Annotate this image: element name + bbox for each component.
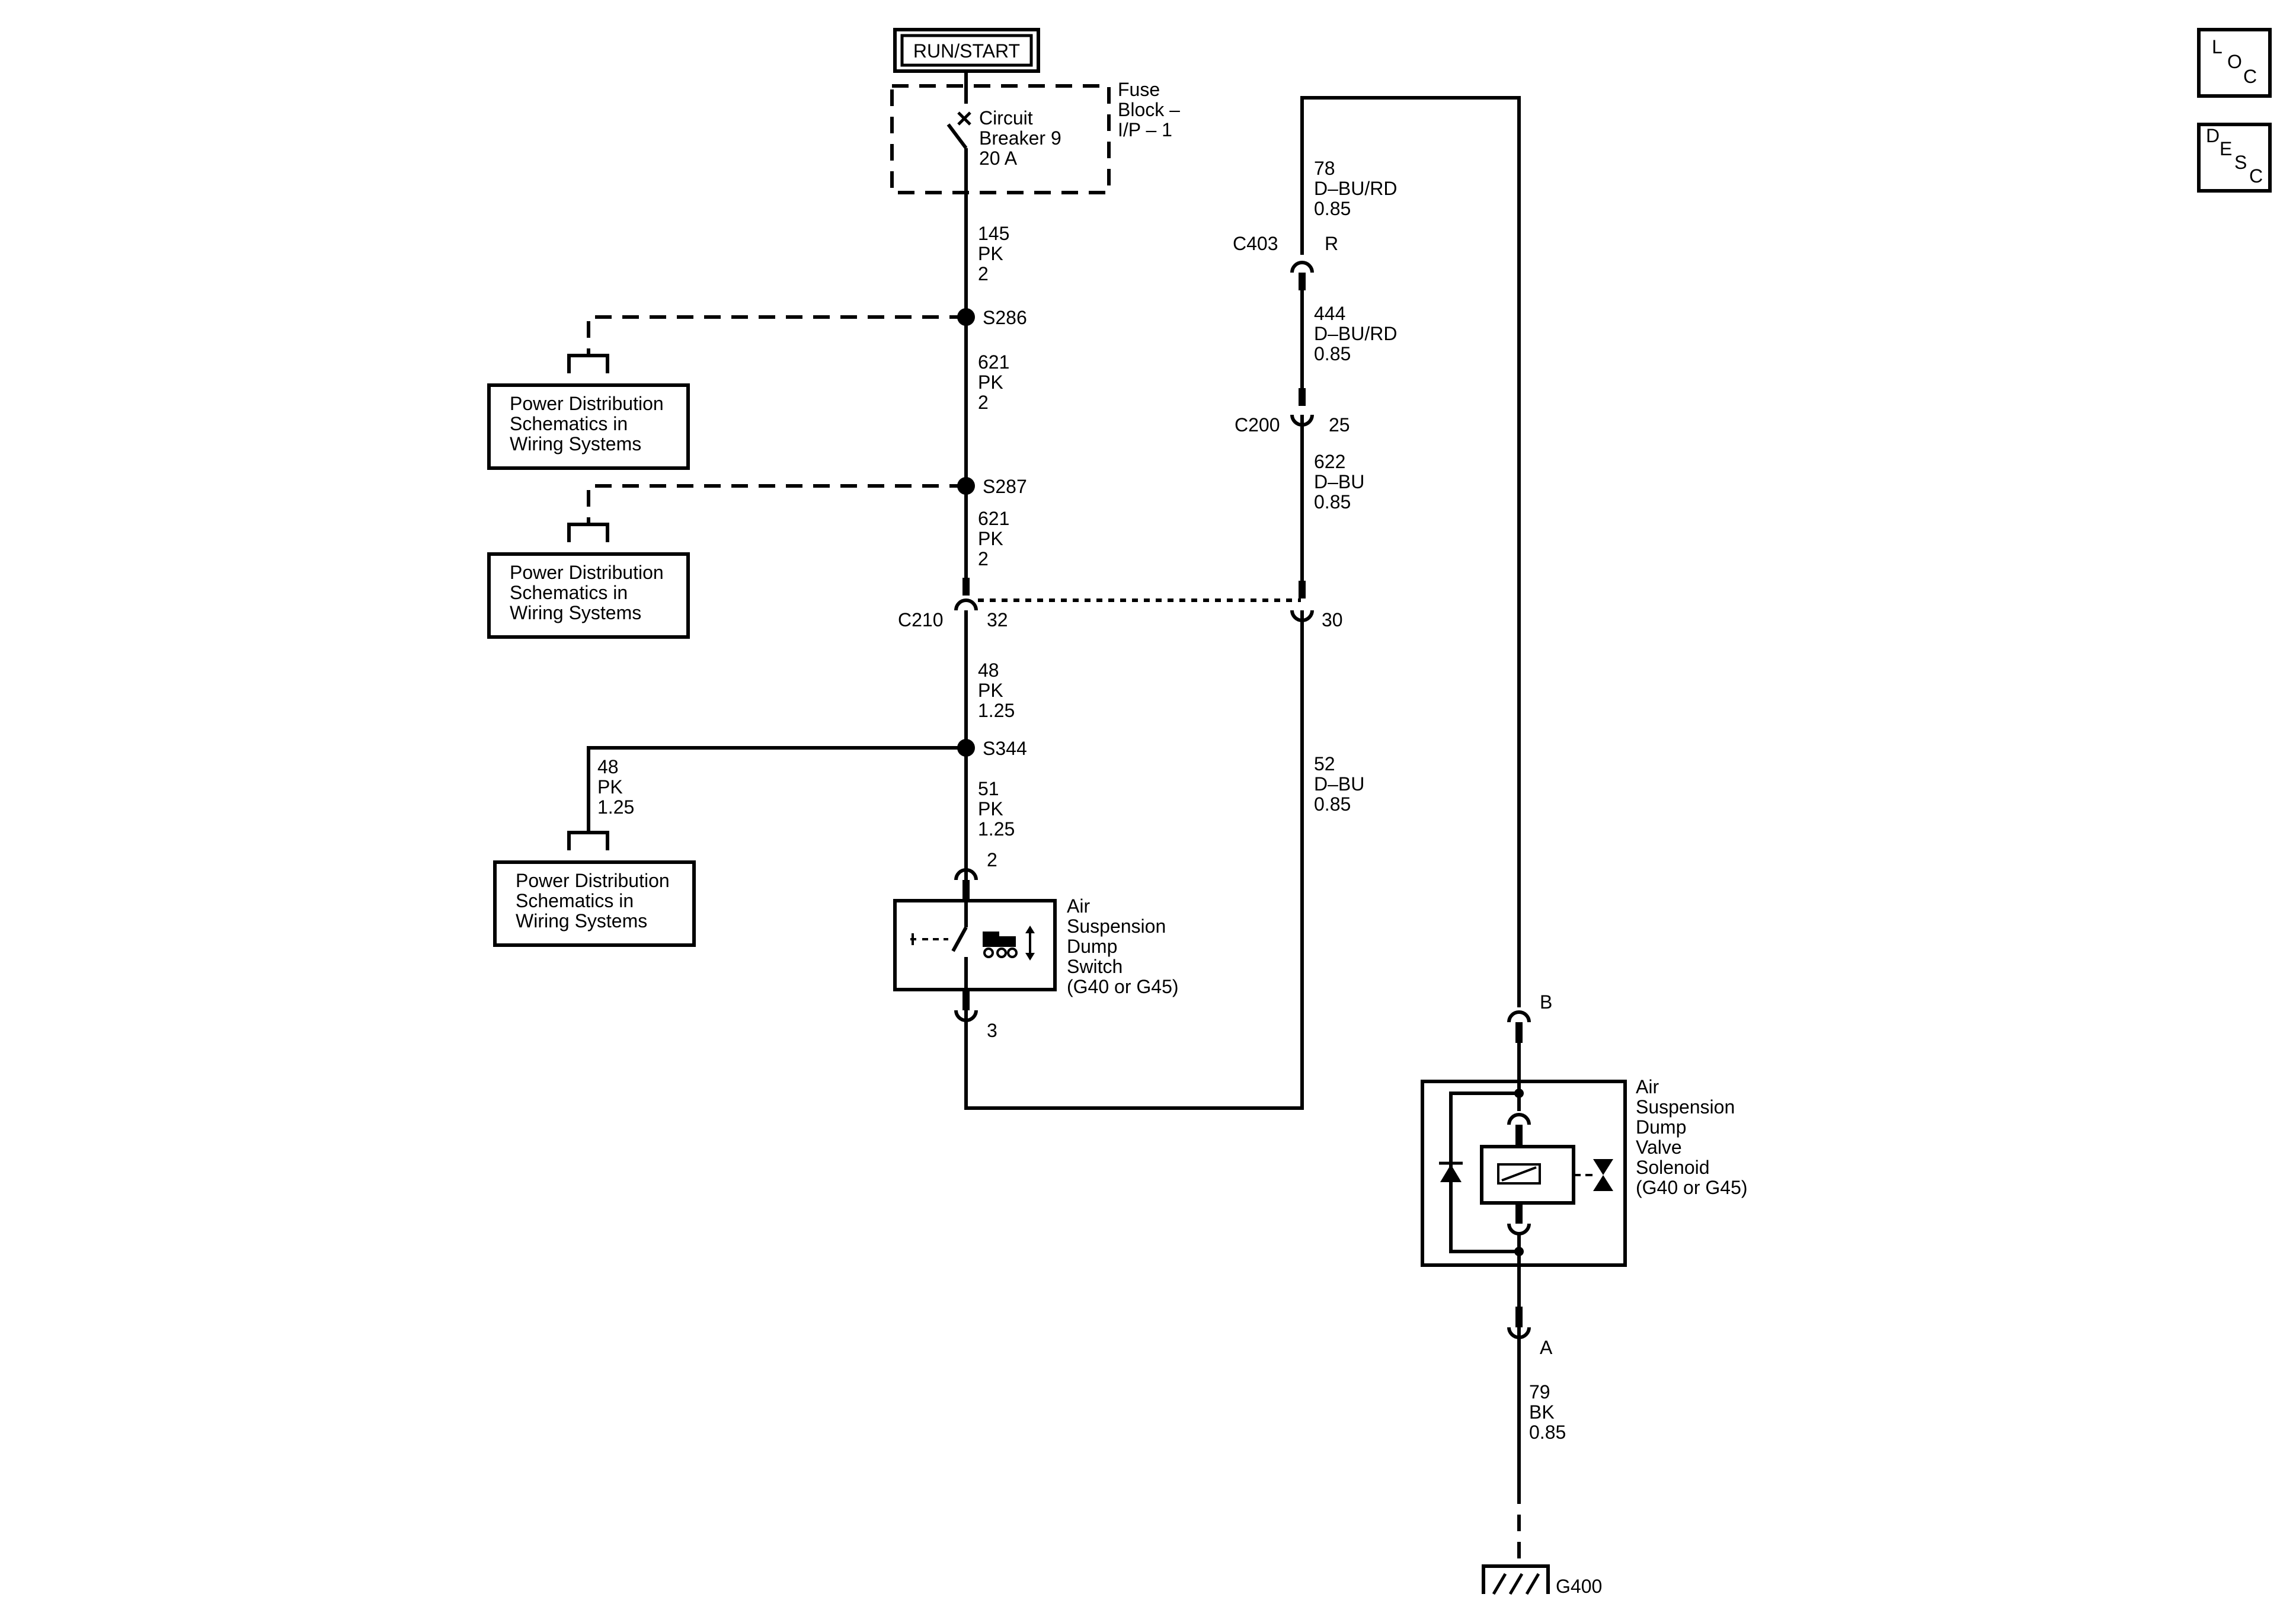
ref-box-3-label: Power Distribution Schematics in Wiring … <box>516 870 675 932</box>
ref-box-1-label: Power Distribution Schematics in Wiring … <box>510 393 669 454</box>
loc-button[interactable]: L O C <box>2197 28 2272 98</box>
connector-c403 <box>1290 261 1314 290</box>
truck-raise-lower-icon <box>983 926 1035 961</box>
branch-s287-dashed <box>587 484 966 524</box>
circuit-breaker-9 <box>946 71 971 196</box>
ground-icon <box>1482 1564 1550 1595</box>
dump-switch-pin-3-label: 3 <box>987 1020 997 1041</box>
ref-box-power-distribution-3 <box>493 860 696 947</box>
dump-switch-pin-2 <box>954 868 978 901</box>
svg-text:E: E <box>2220 138 2232 159</box>
c200-pin-25-label: 25 <box>1329 414 1350 436</box>
wire-622-label: 622 D–BU 0.85 <box>1314 451 1370 513</box>
fuse-block-label: Fuse Block – I/P – 1 <box>1118 79 1185 140</box>
svg-text:S: S <box>2234 152 2247 173</box>
wire-79-label: 79 BK 0.85 <box>1529 1381 1566 1443</box>
c210-pin-32-label: 32 <box>987 609 1008 630</box>
breaker-x-icon <box>957 111 971 126</box>
svg-text:O: O <box>2227 51 2242 72</box>
ref-box-power-distribution-2 <box>487 552 690 639</box>
connector-c200-label: C200 <box>1235 414 1280 436</box>
svg-text:C: C <box>2243 66 2257 87</box>
ref-connector-3 <box>567 831 609 850</box>
connector-c210-label: C210 <box>898 609 944 630</box>
splice-s344-label: S344 <box>983 738 1027 759</box>
solenoid-label: Air Suspension Dump Valve Solenoid (G40 … <box>1636 1076 1748 1198</box>
wire-48-label: 48 PK 1.25 <box>978 660 1015 721</box>
dump-switch-contact <box>910 901 968 990</box>
splice-s287-label: S287 <box>983 476 1027 497</box>
svg-text:C: C <box>2249 165 2263 187</box>
ground-g400-label: G400 <box>1556 1576 1602 1597</box>
run-start-label-box: RUN/START <box>893 28 1040 73</box>
solenoid-pin-a-label: A <box>1540 1337 1553 1358</box>
wire-switch-return <box>964 610 1304 1110</box>
svg-text:D: D <box>2206 125 2220 146</box>
wire-78 <box>1300 96 1521 1007</box>
wire-48-branch-label: 48 PK 1.25 <box>597 756 634 818</box>
ref-connector-1 <box>567 354 609 373</box>
valve-icon <box>1593 1159 1613 1191</box>
c210-pin-30-label: 30 <box>1322 609 1343 630</box>
diode-icon <box>1439 1161 1463 1182</box>
solenoid-pin-b-label: B <box>1540 991 1552 1013</box>
ref-box-2-label: Power Distribution Schematics in Wiring … <box>510 562 669 623</box>
connector-c210-left-pin <box>954 578 978 611</box>
wire-78-label: 78 D–BU/RD 0.85 <box>1314 158 1402 219</box>
svg-text:L: L <box>2212 36 2223 57</box>
solenoid-internals <box>1439 1081 1613 1265</box>
circuit-breaker-label: Circuit Breaker 9 20 A <box>979 107 1067 169</box>
dump-switch-box <box>893 899 1057 991</box>
connector-c403-label: C403 <box>1233 233 1278 254</box>
c403-pin-r-label: R <box>1325 233 1338 254</box>
connector-c210-right-pin <box>1290 581 1314 622</box>
desc-button[interactable]: D E S C <box>2197 123 2272 193</box>
dump-switch-label: Air Suspension Dump Switch (G40 or G45) <box>1067 895 1179 997</box>
wire-51-label: 51 PK 1.25 <box>978 778 1015 840</box>
splice-s286-label: S286 <box>983 307 1027 328</box>
run-start-label: RUN/START <box>913 40 1020 62</box>
solenoid-pin-b <box>1507 1010 1531 1043</box>
wire-145-label: 145 PK 2 <box>978 223 1015 284</box>
ref-box-power-distribution-1 <box>487 383 690 470</box>
ref-connector-2 <box>567 523 609 542</box>
dump-switch-pin-2-label: 2 <box>987 849 997 870</box>
wire-444-label: 444 D–BU/RD 0.85 <box>1314 303 1402 364</box>
wire-621a-label: 621 PK 2 <box>978 351 1015 413</box>
branch-s344 <box>587 746 966 833</box>
wire-621b-label: 621 PK 2 <box>978 508 1015 569</box>
branch-s286-dashed <box>587 315 966 356</box>
wire-52-label: 52 D–BU 0.85 <box>1314 753 1370 815</box>
